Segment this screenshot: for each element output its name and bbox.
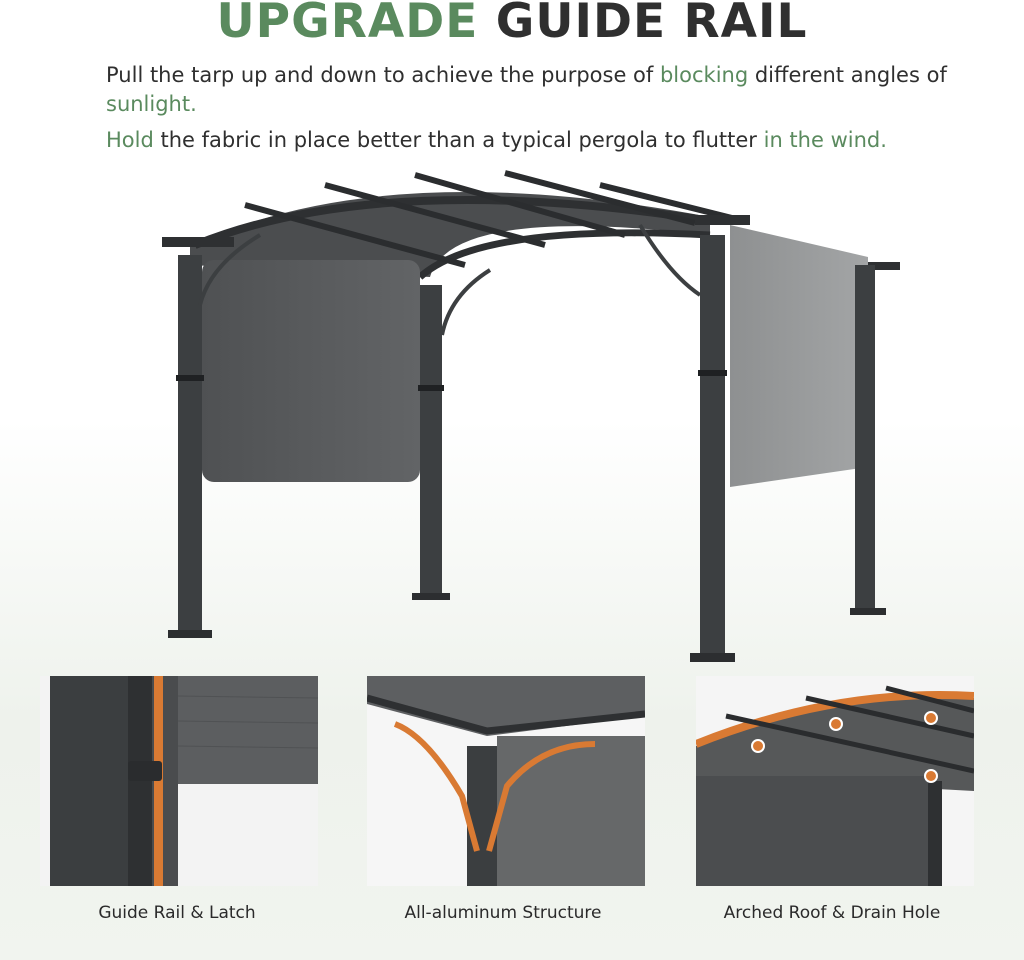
description-line-2: Hold the fabric in place better than a t… bbox=[106, 126, 986, 155]
feature-image-aluminum-structure bbox=[367, 676, 645, 886]
desc1-text-a: Pull the tarp up and down to achieve the… bbox=[106, 63, 660, 87]
description-line-1: Pull the tarp up and down to achieve the… bbox=[106, 61, 986, 119]
feature-image-guide-rail bbox=[40, 676, 318, 886]
pergola-illustration bbox=[162, 170, 900, 662]
desc1-highlight-blocking: blocking bbox=[659, 63, 749, 87]
desc2-highlight-wind: in the wind. bbox=[763, 128, 887, 152]
feature-image-arched-roof bbox=[696, 676, 974, 886]
page-title: UPGRADE GUIDE RAIL bbox=[0, 0, 1024, 48]
desc2-highlight-hold: Hold bbox=[106, 128, 154, 152]
desc1-text-b: different angles of bbox=[748, 63, 947, 87]
caption-aluminum-structure: All-aluminum Structure bbox=[404, 903, 602, 923]
title-rest: GUIDE RAIL bbox=[495, 0, 808, 49]
desc1-highlight-sunlight: sunlight. bbox=[106, 92, 197, 116]
caption-arched-roof: Arched Roof & Drain Hole bbox=[723, 903, 941, 923]
caption-guide-rail: Guide Rail & Latch bbox=[98, 903, 256, 923]
desc2-text-a: the fabric in place better than a typica… bbox=[153, 128, 764, 152]
title-accent: UPGRADE bbox=[216, 0, 479, 49]
